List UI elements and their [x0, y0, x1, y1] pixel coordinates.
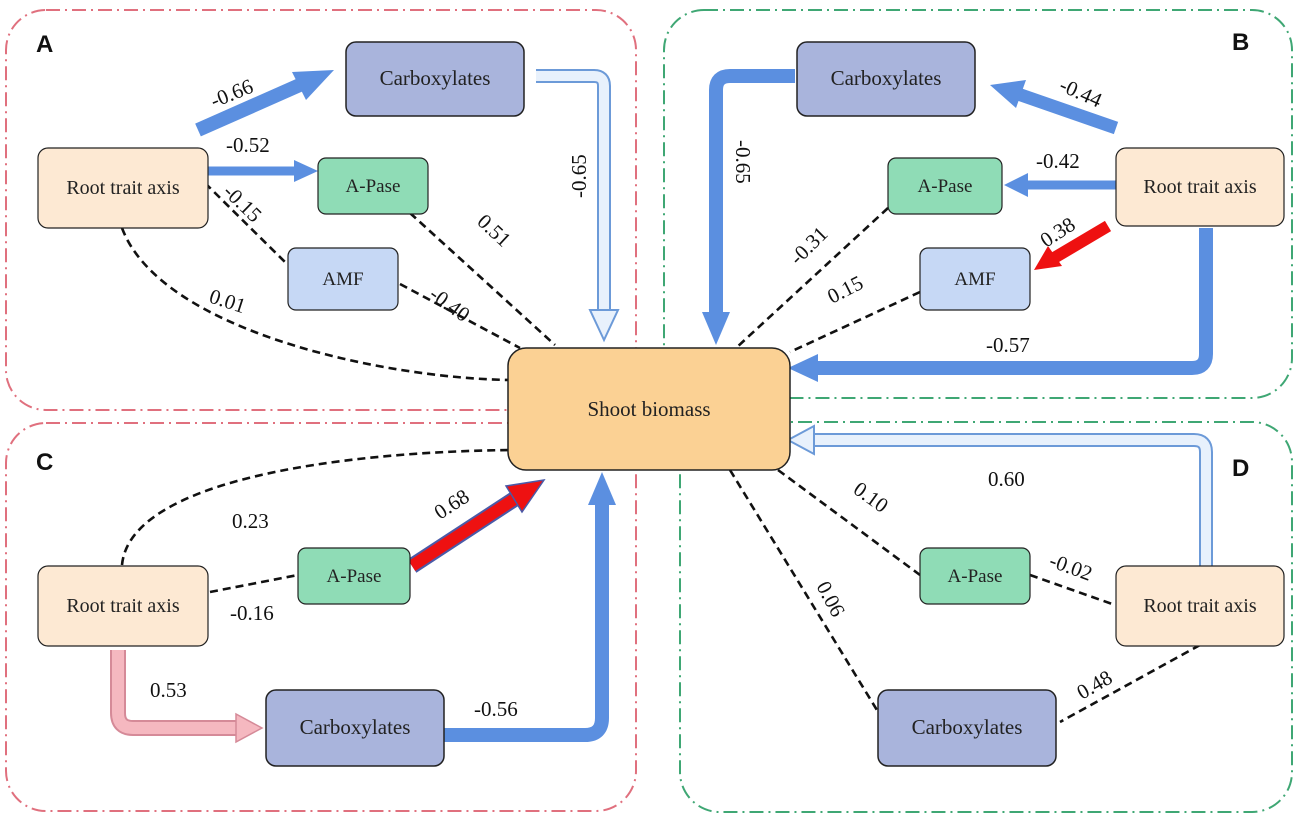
coef-a-carb-shoot: -0.65 [567, 154, 591, 198]
path-d-shoot-carb [728, 469, 882, 716]
node-d-apase-label: A-Pase [948, 566, 1003, 587]
node-a-amf [287, 247, 399, 311]
coef-c-apase-shoot: 0.68 [430, 484, 474, 524]
arrow-d-root-shoot [785, 424, 1213, 566]
node-b-carboxylates-label: Carboxylates [831, 66, 942, 90]
coef-d-root-shoot: 0.60 [988, 467, 1025, 491]
coef-d-carb-shoot: 0.06 [812, 577, 850, 621]
coef-d-apase-shoot: 0.10 [849, 477, 893, 518]
coef-b-amf-shoot: 0.15 [823, 270, 867, 308]
node-b-apase-label: A-Pase [918, 176, 973, 197]
arrow-a-root-apase [208, 160, 318, 182]
arrow-c-carb-shoot [444, 472, 616, 742]
coef-a-apase-shoot: 0.51 [473, 209, 516, 252]
path-b-amf-shoot [789, 290, 921, 354]
node-d-carboxylates-label: Carboxylates [912, 715, 1023, 739]
panel-letter-a: A [36, 31, 53, 58]
panel-c-frame [5, 422, 637, 812]
node-shoot-biomass [507, 347, 791, 471]
coef-a-amf-shoot: -0.40 [425, 282, 475, 327]
coef-a-root-shoot: 0.01 [206, 284, 248, 318]
node-c-root-trait-axis [37, 565, 209, 647]
node-c-carboxylates-label: Carboxylates [300, 715, 411, 739]
coef-d-root-apase: -0.02 [1046, 548, 1095, 586]
coef-b-apase-shoot: -0.31 [785, 222, 833, 270]
node-c-apase [297, 547, 411, 605]
coef-b-root-apase: -0.42 [1036, 149, 1080, 173]
node-a-root-trait-axis [37, 147, 209, 229]
path-a-amf-shoot [399, 282, 521, 350]
path-c-root-shoot [120, 448, 511, 566]
node-c-root-trait-axis-label: Root trait axis [66, 595, 180, 617]
path-a-apase-shoot [409, 212, 556, 346]
arrow-b-root-carb [990, 80, 1119, 135]
node-b-apase [887, 157, 1003, 215]
node-b-amf-label: AMF [954, 269, 995, 290]
coef-c-root-shoot: 0.23 [232, 509, 269, 533]
node-d-root-trait-axis [1115, 565, 1285, 647]
arrow-b-root-amf [1034, 220, 1112, 270]
coef-a-root-apase: -0.52 [226, 133, 270, 157]
node-a-root-trait-axis-label: Root trait axis [66, 177, 180, 199]
node-c-apase-label: A-Pase [327, 566, 382, 587]
node-c-carboxylates [265, 689, 445, 767]
panel-letter-c: C [36, 449, 53, 476]
panel-letter-b: B [1232, 29, 1249, 56]
panel-d-frame [679, 421, 1293, 813]
node-b-root-trait-axis [1115, 147, 1285, 227]
coef-b-carb-shoot: -0.65 [731, 140, 755, 184]
node-d-apase [919, 547, 1031, 605]
node-a-carboxylates [345, 41, 525, 117]
path-a-root-amf [204, 182, 289, 266]
node-a-amf-label: AMF [322, 269, 363, 290]
arrow-c-root-carb [110, 650, 264, 744]
node-a-carboxylates-label: Carboxylates [380, 66, 491, 90]
panel-a-frame [5, 9, 637, 411]
path-c-root-apase [209, 573, 299, 594]
node-b-amf [919, 247, 1031, 311]
node-a-apase-label: A-Pase [346, 176, 401, 197]
path-a-root-shoot [120, 227, 511, 382]
coef-b-root-shoot: -0.57 [986, 333, 1030, 357]
arrow-a-carb-shoot [536, 69, 620, 343]
node-shoot-biomass-label: Shoot biomass [587, 397, 710, 421]
path-b-apase-shoot [735, 207, 889, 349]
coef-c-root-apase: -0.16 [230, 601, 274, 625]
panel-letter-d: D [1232, 455, 1249, 482]
arrow-c-apase-shoot [407, 478, 546, 573]
coef-c-carb-shoot: -0.56 [474, 697, 518, 721]
node-d-carboxylates [877, 689, 1057, 767]
path-d-apase-root [1029, 573, 1116, 607]
coef-a-root-amf: -0.15 [219, 179, 267, 227]
arrow-b-root-shoot [788, 228, 1213, 382]
arrow-b-carb-shoot [702, 69, 795, 345]
node-b-root-trait-axis-label: Root trait axis [1143, 176, 1257, 198]
arrow-a-root-carb [195, 70, 334, 137]
arrow-b-root-apase [1004, 173, 1116, 197]
node-d-root-trait-axis-label: Root trait axis [1143, 595, 1257, 617]
path-d-root-carb [1059, 643, 1201, 724]
coef-c-root-carb: 0.53 [150, 678, 187, 702]
path-d-shoot-apase [777, 468, 921, 577]
panel-b-frame [663, 9, 1293, 399]
node-a-apase [317, 157, 429, 215]
node-b-carboxylates [796, 41, 976, 117]
coef-d-root-carb: 0.48 [1073, 665, 1117, 704]
